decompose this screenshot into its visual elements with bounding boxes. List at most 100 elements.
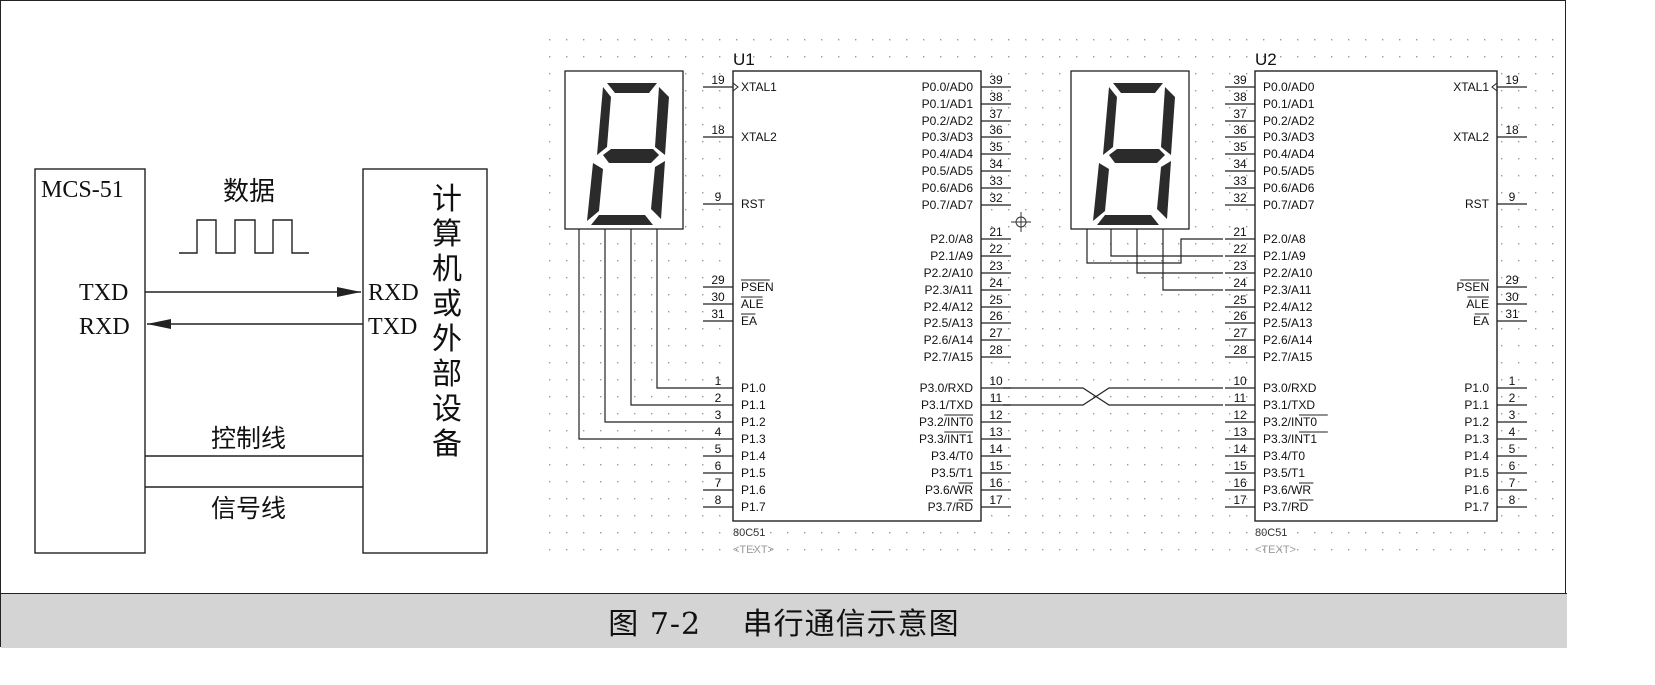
pin-name: P0.5/AD5 bbox=[1263, 164, 1315, 178]
chip-text-placeholder: <TEXT> bbox=[733, 544, 774, 556]
pin-number: 36 bbox=[989, 123, 1003, 137]
pin-number: 8 bbox=[1509, 493, 1516, 507]
pin-number: 28 bbox=[989, 343, 1003, 357]
pin-number: 28 bbox=[1233, 343, 1247, 357]
pin-name: P1.6 bbox=[741, 483, 766, 497]
segment bbox=[603, 149, 659, 163]
pin-number: 39 bbox=[989, 73, 1003, 87]
pin-number: 33 bbox=[989, 174, 1003, 188]
pin-number: 24 bbox=[1233, 276, 1247, 290]
pin-name: P0.4/AD4 bbox=[1263, 147, 1315, 161]
pin-number: 18 bbox=[1505, 123, 1519, 137]
pin-number: 38 bbox=[1233, 90, 1247, 104]
arrow-left-icon bbox=[147, 319, 171, 329]
device-label-char: 机 bbox=[432, 252, 462, 287]
seven-segment-display-1 bbox=[564, 70, 684, 230]
pin-name: P1.0 bbox=[1464, 381, 1489, 395]
pin-number: 10 bbox=[1233, 374, 1247, 388]
pin-number: 5 bbox=[1509, 442, 1516, 456]
device-label-char: 设 bbox=[432, 392, 462, 427]
pin-number: 29 bbox=[711, 273, 725, 287]
pin-name: P1.6 bbox=[1464, 483, 1489, 497]
pin-name: P0.6/AD6 bbox=[922, 181, 974, 195]
pin-number: 26 bbox=[989, 309, 1003, 323]
pin-name: P2.2/A10 bbox=[1263, 266, 1313, 280]
wire-disp2-p22 bbox=[1136, 229, 1223, 274]
pin-number: 16 bbox=[989, 476, 1003, 490]
pin-name: ALE bbox=[741, 297, 764, 311]
pin-number: 23 bbox=[1233, 259, 1247, 273]
pin-number: 11 bbox=[990, 391, 1003, 405]
pin-name: P2.1/A9 bbox=[930, 249, 973, 263]
wire-disp1-p10 bbox=[656, 229, 703, 389]
pin-name: P3.5/T1 bbox=[931, 466, 973, 480]
wire-disp1-p11 bbox=[630, 229, 703, 406]
rxd-right-label: RXD bbox=[368, 280, 419, 306]
wire-disp2-p21 bbox=[1110, 229, 1223, 257]
clock-marker-icon bbox=[732, 82, 739, 92]
pin-name: P1.1 bbox=[741, 398, 766, 412]
pin-name: P2.4/A12 bbox=[924, 300, 974, 314]
device-label-char: 或 bbox=[432, 287, 462, 322]
pin-name: P3.0/RXD bbox=[920, 381, 974, 395]
pin-number: 21 bbox=[1233, 225, 1247, 239]
pin-name: P0.7/AD7 bbox=[922, 198, 974, 212]
pin-number: 3 bbox=[715, 408, 722, 422]
pin-name: P2.3/A11 bbox=[925, 283, 974, 297]
segment bbox=[591, 215, 653, 225]
chip-text-placeholder: <TEXT> bbox=[1255, 544, 1296, 556]
device-label-char: 备 bbox=[432, 427, 462, 462]
pin-number: 1 bbox=[715, 374, 722, 388]
pin-name: RST bbox=[1465, 197, 1490, 211]
pin-name: P1.4 bbox=[1464, 449, 1489, 463]
pin-number: 2 bbox=[715, 391, 722, 405]
pin-name: P0.6/AD6 bbox=[1263, 181, 1315, 195]
pin-number: 27 bbox=[1233, 326, 1247, 340]
pin-number: 35 bbox=[1233, 140, 1247, 154]
segment bbox=[1157, 161, 1171, 219]
pin-name: P3.2/INT0 bbox=[919, 415, 973, 429]
pin-name: P2.2/A10 bbox=[924, 266, 974, 280]
wire-disp2-p20 bbox=[1086, 229, 1223, 264]
pin-number: 6 bbox=[1509, 459, 1516, 473]
pin-name: P0.3/AD3 bbox=[922, 130, 974, 144]
pin-name: P0.4/AD4 bbox=[922, 147, 974, 161]
segment bbox=[655, 87, 669, 155]
pin-number: 26 bbox=[1233, 309, 1247, 323]
pin-name: P2.0/A8 bbox=[1263, 232, 1306, 246]
pin-name: P3.0/RXD bbox=[1263, 381, 1317, 395]
pin-name: P2.5/A13 bbox=[1263, 316, 1313, 330]
pin-number: 32 bbox=[1233, 191, 1247, 205]
segment bbox=[1161, 87, 1175, 155]
pin-number: 15 bbox=[1233, 459, 1247, 473]
rxd-left-label: RXD bbox=[79, 314, 130, 340]
pin-name: P2.3/A11 bbox=[1263, 283, 1312, 297]
pin-number: 3 bbox=[1509, 408, 1516, 422]
pin-number: 8 bbox=[715, 493, 722, 507]
arrow-right-icon bbox=[337, 287, 361, 297]
pin-number: 34 bbox=[989, 157, 1003, 171]
data-label: 数据 bbox=[223, 177, 275, 207]
segment bbox=[597, 87, 611, 155]
segment bbox=[607, 83, 657, 93]
pin-name: EA bbox=[741, 314, 757, 328]
pin-name: P3.3/INT1 bbox=[919, 432, 973, 446]
pin-number: 22 bbox=[1233, 242, 1247, 256]
pin-number: 29 bbox=[1505, 273, 1519, 287]
pin-name: P2.5/A13 bbox=[924, 316, 974, 330]
pin-number: 30 bbox=[1505, 290, 1519, 304]
chip-body bbox=[1254, 70, 1498, 522]
pin-name: XTAL2 bbox=[741, 130, 777, 144]
pin-name: P0.1/AD1 bbox=[1263, 97, 1315, 111]
pin-number: 14 bbox=[989, 442, 1003, 456]
pin-number: 27 bbox=[989, 326, 1003, 340]
pin-number: 25 bbox=[989, 293, 1003, 307]
pin-number: 37 bbox=[989, 107, 1003, 121]
pin-number: 14 bbox=[1233, 442, 1247, 456]
pin-number: 2 bbox=[1509, 391, 1516, 405]
pin-name: P2.1/A9 bbox=[1263, 249, 1306, 263]
pin-name: P3.5/T1 bbox=[1263, 466, 1305, 480]
clock-marker-icon bbox=[1491, 82, 1498, 92]
pin-name: P1.5 bbox=[1464, 466, 1489, 480]
pin-name: EA bbox=[1473, 314, 1489, 328]
